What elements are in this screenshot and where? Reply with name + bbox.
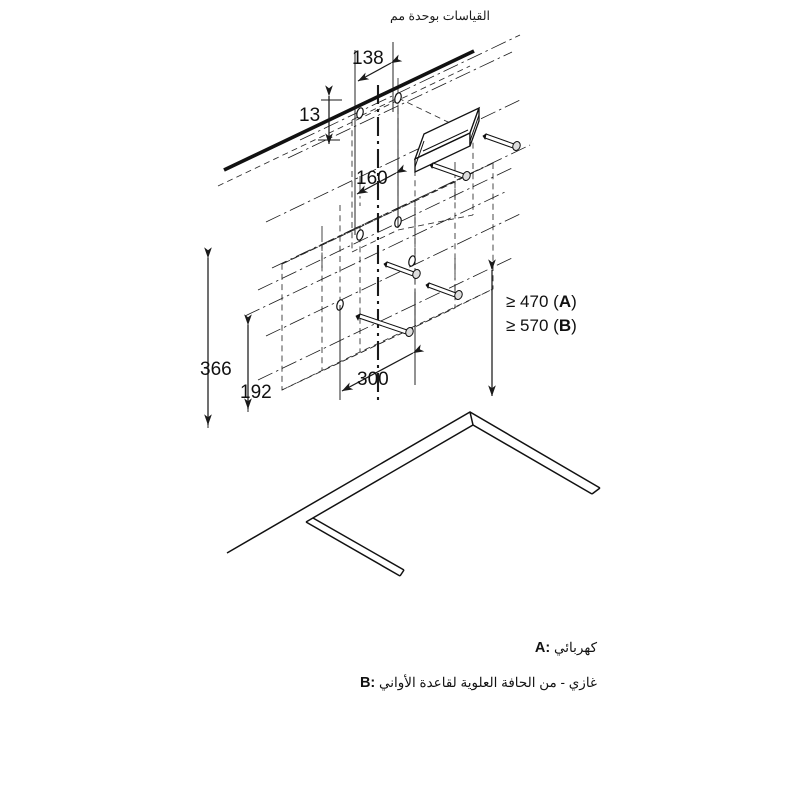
legend-text-a: كهربائي (554, 640, 597, 655)
bracket-fold-line-2 (422, 129, 469, 152)
layer-bracket (413, 106, 481, 174)
legend-item-a: كهربائي :A (535, 640, 597, 656)
chimney-top-face (351, 97, 474, 215)
hood-inner-top (321, 181, 456, 246)
hood-inner-right (321, 182, 456, 372)
worktop-return-cap (399, 569, 405, 577)
hole-d (356, 229, 364, 241)
bracket-fold-line-1 (420, 134, 467, 157)
worktop-outer-return (305, 521, 401, 577)
layer-worktop (226, 411, 601, 577)
centerline-low-2 (244, 191, 506, 317)
layer-clearance-labels: ≥ 470 (A) ≥ 570 (B) (506, 292, 577, 335)
layer-dimension-arrows (204, 54, 496, 426)
centerline-top-1 (299, 34, 521, 141)
screw-middle (383, 261, 421, 279)
centerline-mid-3 (257, 167, 513, 291)
layer-wall-edge (223, 49, 475, 172)
clearance-label-b: ≥ 570 (B) (506, 316, 577, 335)
centerline-mid-1 (265, 99, 521, 223)
dim-label-13: 13 (299, 105, 320, 126)
hole-b (394, 92, 402, 104)
dim-arrow-160 (356, 164, 408, 195)
wall-thin-edge (217, 65, 471, 187)
chimney-bottom-right (397, 214, 474, 231)
hood-side-face (414, 162, 494, 328)
centerline-mid-2 (271, 144, 531, 269)
worktop-outer-edge (226, 411, 601, 554)
dim-arrow-300 (341, 344, 425, 392)
legend-item-b: غازي - من الحافة العلوية لقاعدة الأواني … (360, 675, 597, 691)
legend-text-b: غازي - من الحافة العلوية لقاعدة الأواني (379, 675, 597, 690)
chimney-bottom-edge (351, 229, 399, 253)
dim-label-138: 138 (352, 48, 384, 69)
layer-centerlines (244, 34, 531, 381)
worktop-inner-edge (305, 424, 593, 523)
legend-key-b: B (359, 675, 371, 691)
centerline-top-2 (287, 51, 513, 159)
legend-sep-a: : (545, 640, 551, 656)
hole-a (356, 107, 364, 119)
hole-f (408, 255, 416, 267)
ceiling-edge-line (223, 49, 475, 172)
dim-label-300: 300 (357, 369, 389, 390)
dim-label-160: 160 (356, 168, 388, 189)
units-note: القياسات بوحدة مم (390, 9, 490, 23)
dim-label-192: 192 (240, 382, 272, 403)
centerline-low-3 (257, 257, 513, 381)
worktop-right-cap (591, 487, 601, 495)
dim-label-366: 366 (200, 359, 232, 380)
layer-screws (355, 133, 521, 337)
worktop-inner-return (312, 517, 405, 571)
clearance-label-a: ≥ 470 (A) (506, 292, 577, 311)
legend-sep-b: : (370, 675, 376, 691)
bracket-right-edge (469, 114, 480, 142)
hood-front-face (281, 200, 416, 391)
legend-key-a: A (534, 640, 546, 656)
dim-arrow-138 (357, 54, 403, 82)
screw-upper-right (482, 133, 521, 151)
bracket-left-edge (414, 140, 425, 168)
screw-mid-right (429, 162, 471, 181)
screw-lower (355, 313, 414, 337)
layer-wall-thin-edge (217, 65, 471, 187)
layer-dimension-labels: 138 13 160 366 192 300 (200, 48, 389, 403)
layer-holes (336, 92, 416, 311)
worktop-corner-cap (469, 411, 474, 426)
centerline-low-1 (265, 213, 521, 337)
layer-hidden-outlines (281, 162, 494, 391)
screw-middle-right (425, 282, 463, 300)
